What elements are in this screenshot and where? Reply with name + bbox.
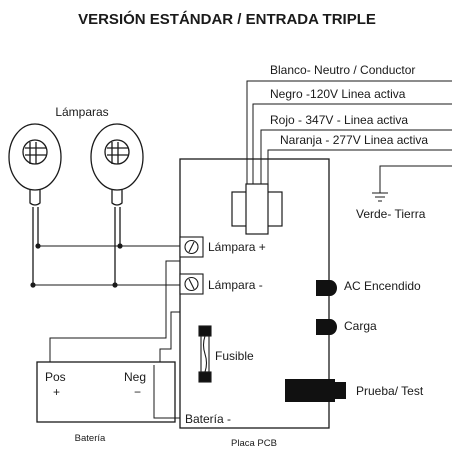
ground-label: Verde- Tierra (356, 207, 426, 221)
lamp-plus-label: Lámpara + (208, 240, 266, 254)
battery-neg-label: Neg (124, 370, 146, 384)
lamp-bus-wires (33, 245, 186, 286)
junction-dots (30, 243, 123, 288)
lamp-plus-terminal (179, 236, 204, 258)
lamps-label: Lámparas (55, 105, 108, 119)
battery-label: Batería (75, 433, 106, 444)
battery-box (36, 361, 176, 423)
wire-white-label: Blanco- Neutro / Conductor (270, 63, 415, 77)
battery-minus-label: Batería - (185, 412, 231, 426)
pcb-label: Placa PCB (231, 438, 277, 449)
wire-red-label: Rojo - 347V - Linea activa (270, 113, 408, 127)
ac-led-icon (316, 280, 337, 296)
diagram-title: VERSIÓN ESTÁNDAR / ENTRADA TRIPLE (78, 10, 376, 28)
wire-orange-label: Naranja - 277V Linea activa (280, 133, 428, 147)
fuse-icon (198, 325, 212, 383)
input-wires (246, 80, 452, 184)
test-label: Prueba/ Test (356, 384, 424, 398)
transformer-icon (231, 183, 283, 235)
charge-label: Carga (344, 319, 377, 333)
lamp-minus-label: Lámpara - (208, 278, 263, 292)
ground-icon (372, 165, 452, 202)
battery-wires (49, 260, 180, 419)
test-button-icon (285, 379, 346, 402)
fuse-label: Fusible (215, 349, 254, 363)
battery-neg-sign: − (134, 385, 141, 399)
lamp-2 (90, 123, 144, 285)
battery-pos-label: Pos (45, 370, 66, 384)
wire-black-label: Negro -120V Linea activa (270, 87, 406, 101)
charge-led-icon (316, 319, 337, 335)
ac-on-label: AC Encendido (344, 279, 421, 293)
lamp-1 (8, 123, 62, 285)
lamp-minus-terminal (179, 273, 204, 295)
battery-pos-sign: + (53, 385, 60, 399)
